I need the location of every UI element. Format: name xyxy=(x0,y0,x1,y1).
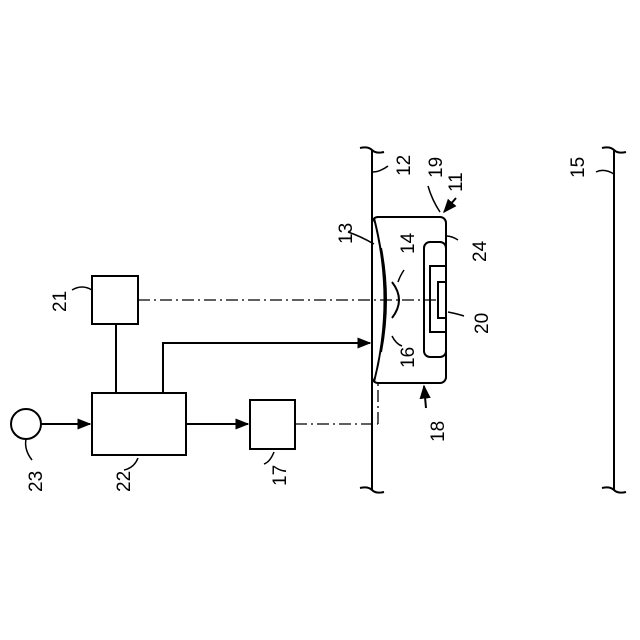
block-17 xyxy=(250,400,295,449)
label-13: 13 xyxy=(336,223,357,244)
leader-12 xyxy=(372,166,388,172)
source-23 xyxy=(11,409,41,439)
leader-15 xyxy=(596,170,614,174)
label-21: 21 xyxy=(50,291,71,312)
leader-18 xyxy=(424,386,426,408)
leader-20 xyxy=(448,312,464,316)
label-20: 20 xyxy=(472,313,493,334)
leader-22 xyxy=(124,458,138,470)
label-15: 15 xyxy=(568,157,589,178)
label-19: 19 xyxy=(426,157,447,178)
leader-17 xyxy=(264,452,274,464)
label-18: 18 xyxy=(428,421,449,442)
label-14: 14 xyxy=(398,232,419,254)
leader-23 xyxy=(26,439,32,460)
block-22 xyxy=(92,393,186,455)
leader-16 xyxy=(392,336,402,346)
leader-14 xyxy=(398,270,404,282)
label-16: 16 xyxy=(398,347,419,368)
leader-19 xyxy=(428,186,440,212)
leader-21 xyxy=(72,287,92,290)
label-24: 24 xyxy=(470,240,491,262)
label-17: 17 xyxy=(270,465,291,486)
leader-11 xyxy=(444,198,456,212)
label-22: 22 xyxy=(114,471,135,492)
label-11: 11 xyxy=(446,172,467,192)
label-23: 23 xyxy=(26,471,47,492)
label-12: 12 xyxy=(394,155,415,176)
arrow-22-plate xyxy=(163,343,370,393)
emitter-20 xyxy=(438,282,446,318)
leader-24 xyxy=(446,236,458,240)
block-21 xyxy=(92,276,138,324)
